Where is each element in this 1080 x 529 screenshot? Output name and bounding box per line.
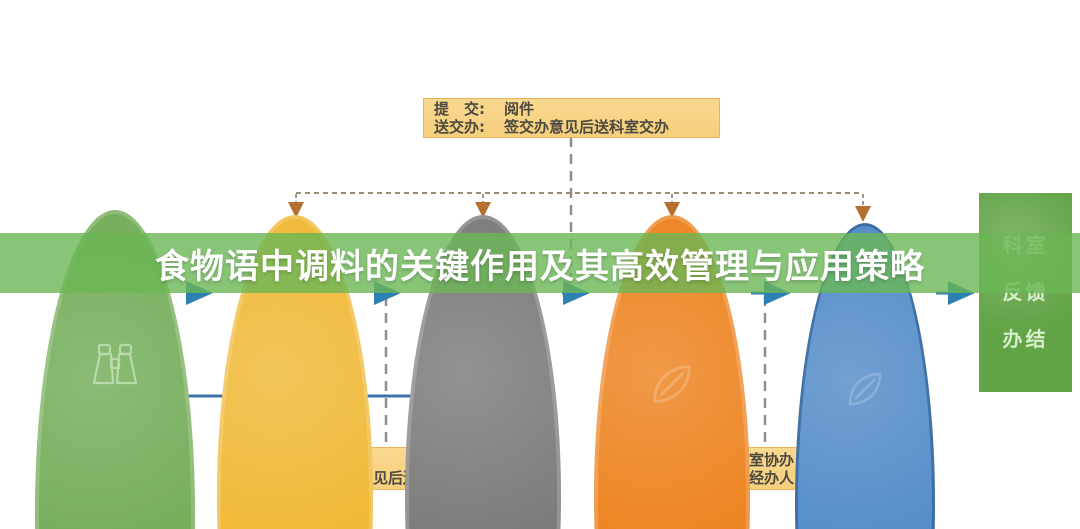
- page-title: 食物语中调料的关键作用及其高效管理与应用策略: [155, 246, 925, 287]
- annotation-row: 送交办: 签交办意见后送科室交办: [434, 118, 709, 136]
- annotation-key: 送交办:: [434, 118, 485, 136]
- leaf-icon: [848, 372, 882, 406]
- title-banner: 食物语中调料的关键作用及其高效管理与应用策略: [0, 233, 1080, 293]
- annotation-key: 提 交:: [434, 100, 485, 118]
- annotation-value: 阅件: [504, 100, 535, 118]
- annotation-row: 提 交: 阅件: [434, 100, 709, 118]
- annotation-value: 签交办意见后送科室交办: [504, 118, 670, 136]
- annotation-box-top: 提 交: 阅件 送交办: 签交办意见后送科室交办: [423, 98, 720, 138]
- leaf-icon: [653, 365, 691, 403]
- binoculars-icon: [92, 343, 138, 385]
